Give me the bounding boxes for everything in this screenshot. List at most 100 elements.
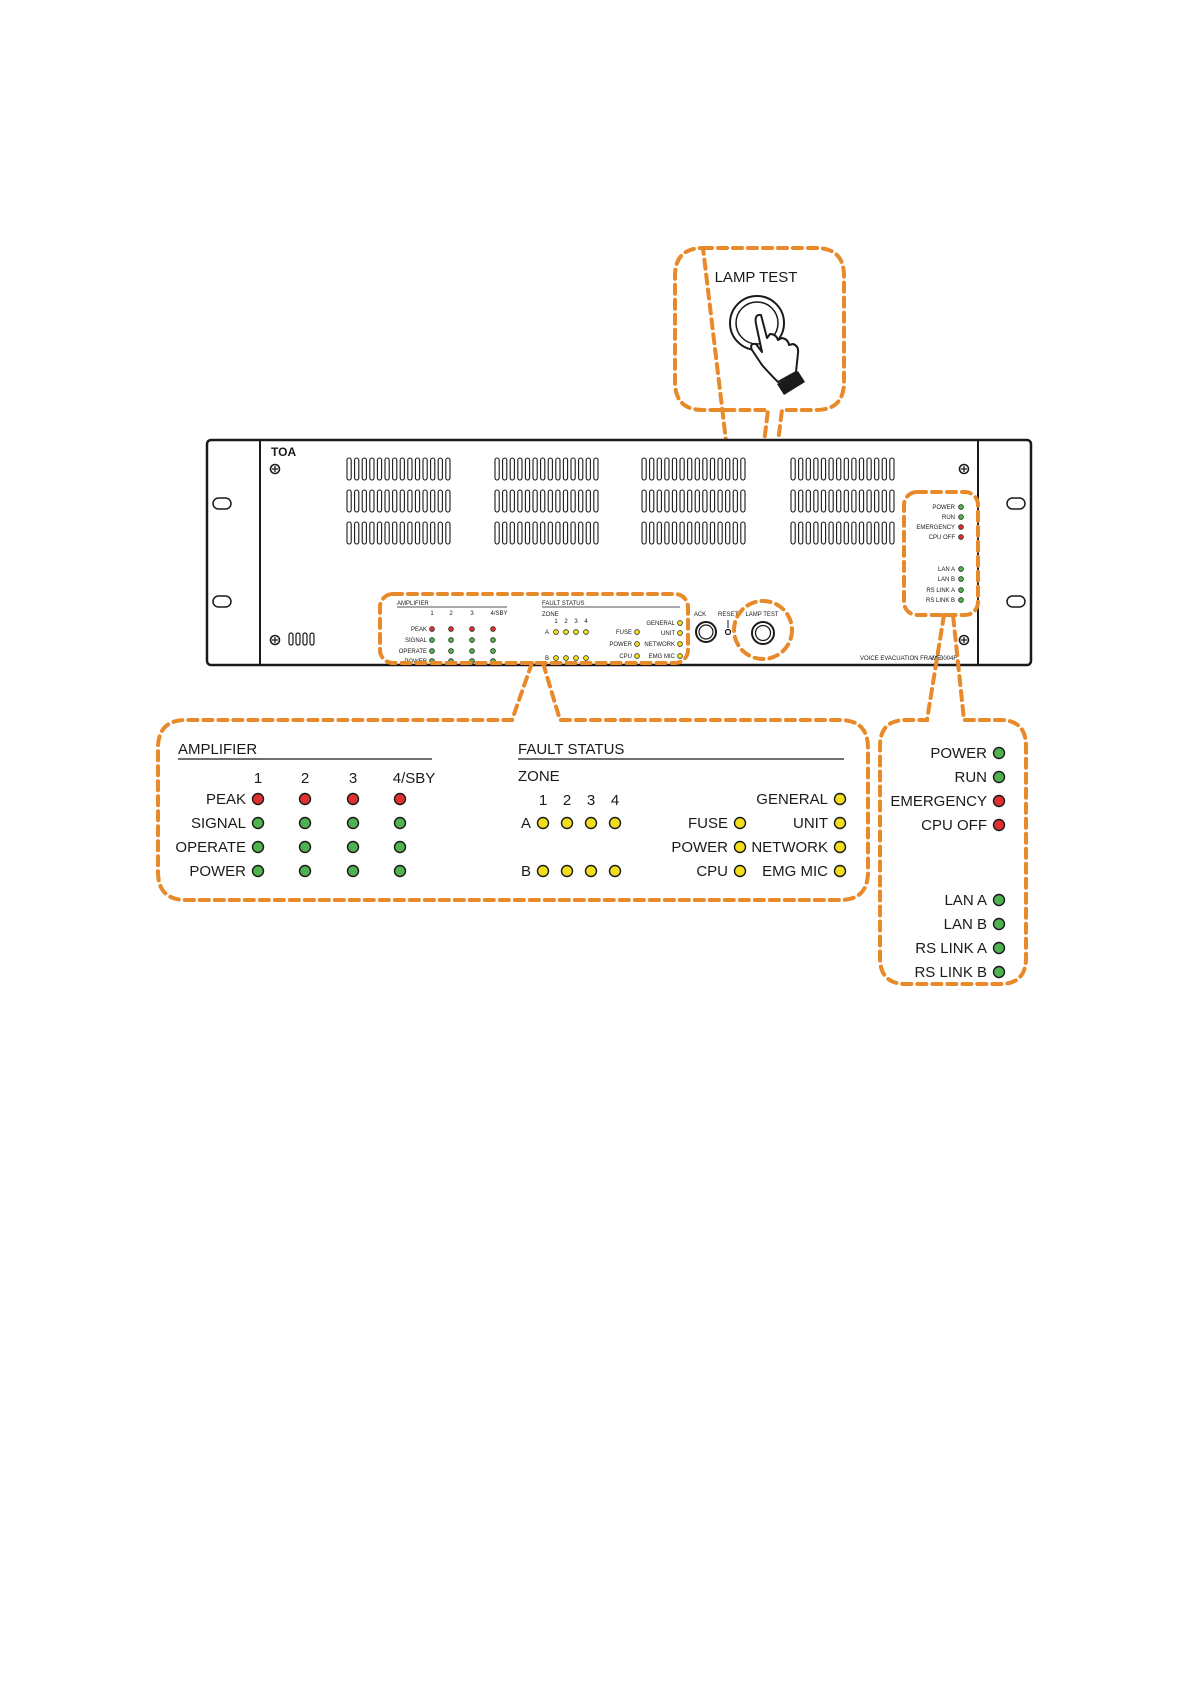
vent-slot [790,489,796,513]
vent-slot [874,521,880,545]
mini-zone-led [563,655,569,661]
fault-led-emg-mic [833,864,847,878]
vent-slot [671,489,678,513]
mini-fault-middle-label: POWER [609,642,632,648]
system-led-power [992,746,1006,760]
vent-slot [679,457,685,481]
vent-slot [687,457,693,481]
vent-slot [384,489,390,513]
vent-slot [524,521,531,545]
lamp-test-callout-title: LAMP TEST [715,269,798,286]
vent-slot [664,489,670,513]
vent-slot [881,457,887,481]
vent-slot [346,489,352,513]
system-led-run [992,770,1006,784]
mini-amplifier-row-label: SIGNAL [405,638,428,644]
vent-slot [361,521,367,545]
vent-slot [843,521,849,545]
amplifier-led-signal [251,816,265,830]
fault-led-general [833,792,847,806]
fault-status-title: FAULT STATUS [518,741,624,758]
vent-slot [717,457,723,481]
system-label: POWER [930,745,987,762]
vent-slot [509,457,515,481]
vent-slot [437,521,443,545]
mini-system-label: RS LINK A [926,588,955,594]
vent-slot [709,521,716,545]
system-label: RS LINK B [914,964,987,981]
vent-slot [422,457,428,481]
zone-led [584,864,598,878]
amplifier-led-operate [393,840,407,854]
vent-slot [881,521,887,545]
vent-slot [593,521,599,545]
fault-led-unit [833,816,847,830]
lamp-test-button[interactable] [751,621,775,645]
system-label: EMERGENCY [890,793,987,810]
mini-amplifier-column-label: 2 [449,611,453,617]
vent-slot [679,489,685,513]
vent-slot [828,489,834,513]
mini-system-led [958,587,964,593]
vent-slot [671,521,678,545]
zone-row-label: B [521,863,531,880]
mini-zone-row-label: A [545,630,549,636]
mini-zone-column-label: 4 [584,619,588,625]
vent-slot [585,521,591,545]
vent-slot [361,489,367,513]
reset-button[interactable] [724,620,732,636]
mini-fault-led [634,653,640,659]
fault-led-fuse [733,816,747,830]
system-led-rs-link-b [992,965,1006,979]
vent-slot [702,489,708,513]
vent-slot [407,521,413,545]
amplifier-title: AMPLIFIER [178,741,257,758]
vent-slot [547,489,553,513]
vent-slot [376,489,383,513]
mini-zone-led [573,655,579,661]
mini-system-label: RUN [942,515,955,521]
vent-slot [798,521,804,545]
system-label: LAN B [944,916,987,933]
vent-slot [562,489,569,513]
mini-amplifier-led [429,648,435,654]
vent-slot [649,521,655,545]
vent-slot [843,489,849,513]
vent-slot [858,457,865,481]
vent-slot [570,489,576,513]
amplifier-column-label: 4/SBY [393,770,436,787]
screw [269,463,281,475]
amplifier-led-signal [393,816,407,830]
mini-fault-right-label: EMG MIC [649,654,676,660]
vent-slot [709,489,716,513]
vent-slot [494,457,500,481]
vent-slot [641,457,647,481]
rack-hole [1006,595,1026,608]
vent-slot [376,457,383,481]
system-label: CPU OFF [921,817,987,834]
vent-slot [422,489,428,513]
amplifier-led-peak [346,792,360,806]
fault-led-cpu [733,864,747,878]
vent-slot [540,521,546,545]
vent-slot [798,489,804,513]
ack-button[interactable] [695,621,717,643]
vent-slot [836,521,842,545]
vent-slot [532,489,538,513]
vent-slot [889,521,895,545]
mini-system-label: CPU OFF [929,535,956,541]
rack-hole [212,595,232,608]
vent-slot [502,457,508,481]
vent-slot [694,489,700,513]
vent-slot [687,521,693,545]
mini-zone-row-label: B [545,656,549,662]
amplifier-column-label: 3 [349,770,357,787]
vent-slot [585,489,591,513]
amplifier-led-power [251,864,265,878]
vent-slot [671,457,678,481]
system-label: RS LINK A [915,940,987,957]
fault-middle-label: POWER [671,839,728,856]
lamp-test-callout-frame [673,245,846,602]
